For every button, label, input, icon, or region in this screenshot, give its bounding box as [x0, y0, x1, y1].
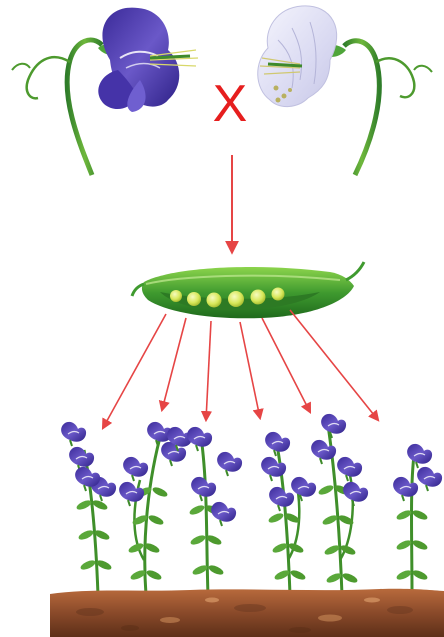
- purple-pea-plant-icon: [119, 422, 192, 595]
- pod-to-offspring-arrows: [103, 310, 378, 428]
- soil-strip: [50, 589, 444, 637]
- offspring-arrow-2: [162, 318, 186, 410]
- pea-pod-icon: [132, 262, 364, 318]
- offspring-arrow-1: [103, 314, 166, 428]
- purple-pea-plant-icon: [261, 432, 316, 595]
- offspring-arrow-6: [290, 310, 378, 420]
- purple-pea-plant-icon: [61, 422, 116, 595]
- white-flower-icon: [258, 6, 432, 175]
- offspring-arrow-4: [240, 322, 260, 418]
- purple-pea-plant-icon: [187, 427, 242, 595]
- cross-symbol: X: [205, 78, 255, 130]
- purple-flower-icon: [12, 8, 198, 175]
- purple-pea-plant-icon: [311, 414, 368, 595]
- offspring-arrow-3: [206, 321, 211, 420]
- purple-pea-plant-icon: [393, 444, 442, 595]
- offspring-plants: [61, 414, 442, 595]
- offspring-arrow-5: [262, 318, 310, 412]
